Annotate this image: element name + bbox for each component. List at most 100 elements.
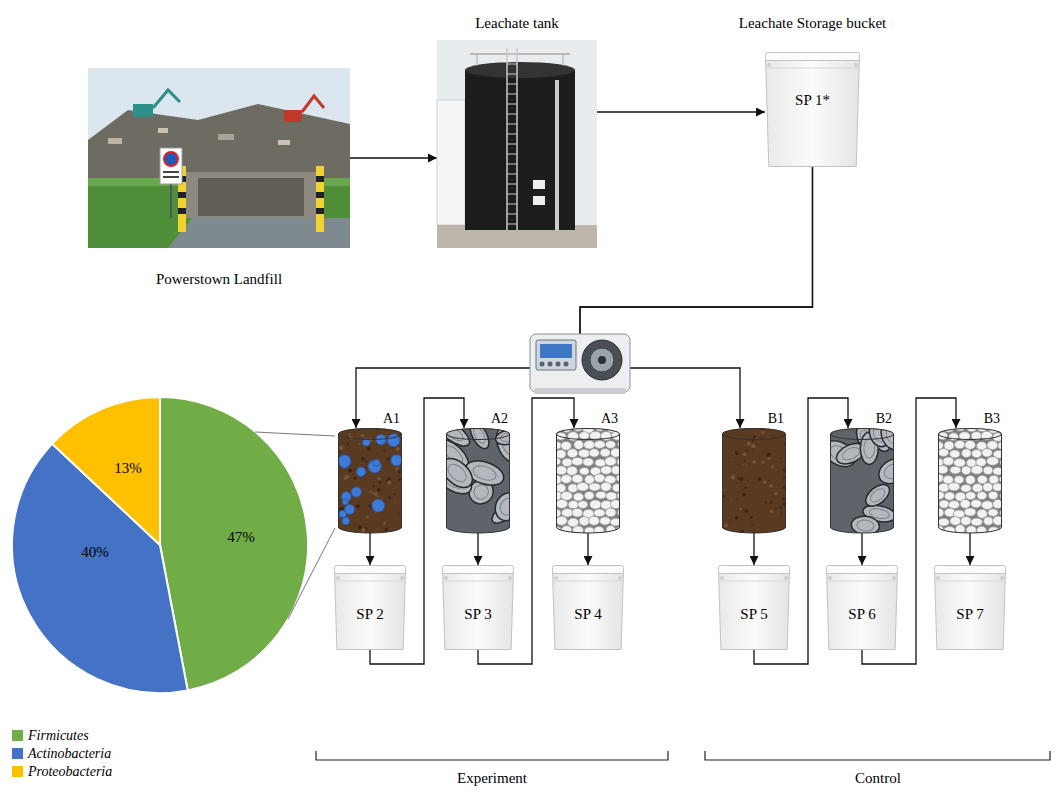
column-rim [447, 429, 510, 440]
shell-illustration [830, 428, 894, 533]
column-media [432, 414, 527, 533]
soil-illustration [722, 428, 786, 533]
filter-column: A1 [338, 428, 402, 533]
column-outline [339, 434, 402, 533]
column-media [819, 416, 911, 536]
node-label: SP 3 [464, 605, 491, 623]
bucket-rim [335, 566, 406, 574]
bucket-rim [935, 566, 1006, 574]
legend-swatch [12, 748, 23, 759]
peristaltic-pump [530, 334, 630, 394]
node-label: SP 7 [956, 605, 983, 623]
group-label: Experiment [457, 769, 527, 787]
node-heading: Leachate Storage bucket [739, 14, 886, 32]
bucket-body [553, 569, 624, 650]
tank-photo: Leachate tank [437, 40, 597, 248]
sample-bucket: SP 2 [334, 565, 406, 650]
sample-bucket: SP 6 [826, 565, 898, 650]
column-tag: A2 [491, 411, 508, 427]
pie-slice [52, 397, 160, 545]
node-label: SP 6 [848, 605, 875, 623]
bucket-rim [443, 566, 514, 574]
storage-bucket: Leachate Storage bucketSP 1* [765, 52, 860, 167]
pebble-illustration [938, 428, 1002, 533]
percent-label: 47% [227, 528, 255, 546]
landfill-photo: Powerstown Landfill [88, 68, 350, 248]
group-bracket [705, 751, 1050, 760]
legend-text: Firmicutes [28, 728, 89, 744]
column-rim [339, 429, 402, 440]
column-outline [447, 434, 510, 533]
group-label: Control [855, 769, 901, 787]
column-outline [557, 434, 620, 533]
sample-bucket: SP 7 [934, 565, 1006, 650]
flow-connector [753, 533, 754, 565]
node-label: SP 2 [356, 605, 383, 623]
shell-illustration [446, 428, 510, 533]
sample-bucket: SP 5 [718, 565, 790, 650]
column-tag: B3 [984, 411, 1000, 427]
legend-swatch [12, 730, 23, 741]
pump-base [534, 388, 626, 394]
filter-column: B1 [722, 428, 786, 533]
column-rim [939, 429, 1002, 440]
bucket-body [335, 569, 406, 650]
zoom-line [255, 432, 335, 436]
percent-label: 13% [114, 459, 142, 477]
pebble-illustration [556, 428, 620, 533]
pump-button [564, 362, 569, 367]
column-tag: B2 [876, 411, 892, 427]
pie-chart [12, 397, 308, 693]
legend-text: Proteobacteria [28, 764, 112, 780]
pump-button [540, 362, 545, 367]
column-media [338, 428, 402, 534]
soilb-illustration [338, 428, 402, 533]
flow-connector [597, 111, 765, 112]
pump-button [556, 362, 561, 367]
landfill-illustration [88, 68, 350, 248]
group-bracket [316, 751, 668, 760]
bucket-body [766, 56, 860, 167]
pump-screen [540, 344, 572, 358]
filter-column: A3 [556, 428, 620, 533]
legend-text: Actinobacteria [28, 746, 111, 762]
filter-column: A2 [446, 428, 510, 533]
bucket-body [935, 569, 1006, 650]
filter-column: B2 [830, 428, 894, 533]
column-tag: A3 [601, 411, 618, 427]
pie-slice [160, 397, 308, 690]
bucket-body [827, 569, 898, 650]
column-media [550, 423, 634, 544]
column-tag: B1 [768, 411, 784, 427]
pump-panel [536, 340, 576, 370]
flow-connector [587, 533, 588, 565]
column-tag: A1 [383, 411, 400, 427]
column-outline [831, 434, 894, 533]
node-heading: Powerstown Landfill [156, 270, 282, 288]
column-outline [939, 434, 1002, 533]
column-media [721, 427, 787, 534]
node-label: SP 5 [740, 605, 767, 623]
legend-swatch [12, 766, 23, 777]
bucket-rim [766, 53, 860, 61]
pump-body [530, 334, 630, 392]
pump-rotor [590, 348, 614, 372]
percent-label: 40% [81, 543, 109, 561]
bucket-illustration [765, 52, 860, 167]
column-rim [723, 429, 786, 440]
flow-connector [369, 533, 370, 565]
flow-connector [969, 533, 970, 565]
pump-head [582, 340, 622, 380]
node-heading: Leachate tank [475, 14, 559, 32]
flow-connector [350, 157, 437, 158]
zoom-line [288, 528, 335, 619]
pump-button [548, 362, 553, 367]
bucket-body [719, 569, 790, 650]
sample-bucket: SP 3 [442, 565, 514, 650]
node-label: SP 4 [574, 605, 601, 623]
column-rim [831, 429, 894, 440]
bucket-rim [553, 566, 624, 574]
pump-hub [598, 356, 606, 364]
node-label: SP 1* [795, 91, 830, 109]
